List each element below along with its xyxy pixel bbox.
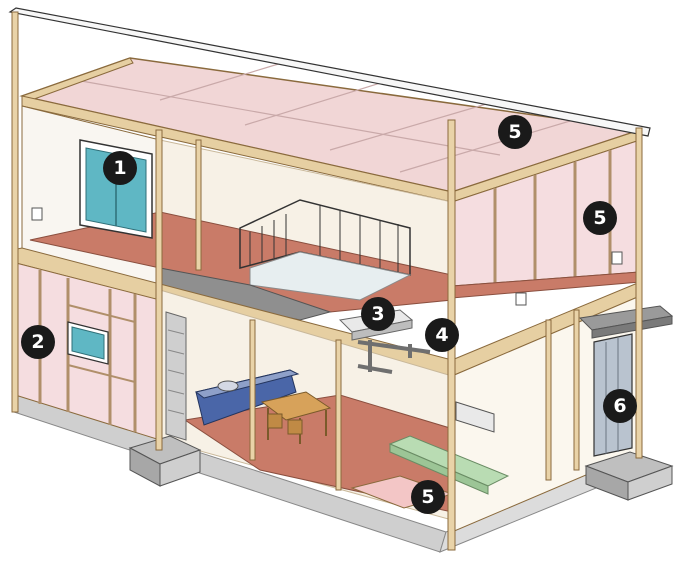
svg-text:5: 5 [508, 121, 521, 143]
ground-floor-window [67, 321, 109, 365]
front-steps-left [128, 435, 202, 487]
plumbing-pipes [357, 340, 431, 374]
svg-text:2: 2 [31, 331, 44, 353]
marker-1: 1 [103, 151, 137, 185]
entrance-canopy [578, 305, 674, 339]
roof-deck [19, 57, 641, 203]
svg-text:5: 5 [421, 486, 434, 508]
marker-5-floor: 5 [411, 480, 445, 514]
dining-table [260, 391, 332, 444]
marker-6: 6 [603, 389, 637, 423]
marker-4: 4 [425, 318, 459, 352]
roof-rafter [8, 7, 651, 137]
marker-5-roof: 5 [498, 115, 532, 149]
utility-column [165, 311, 187, 441]
tv-panel [455, 401, 495, 433]
svg-text:5: 5 [593, 207, 606, 229]
stair-railing [239, 199, 412, 301]
marker-3: 3 [361, 297, 395, 331]
marker-5-wall: 5 [583, 201, 617, 235]
svg-text:3: 3 [371, 303, 384, 325]
front-steps-right [584, 451, 674, 501]
kitchen-counter [194, 369, 300, 426]
svg-text:6: 6 [613, 395, 626, 417]
svg-text:1: 1 [113, 157, 126, 179]
marker-2: 2 [21, 325, 55, 359]
svg-text:4: 4 [435, 324, 448, 346]
